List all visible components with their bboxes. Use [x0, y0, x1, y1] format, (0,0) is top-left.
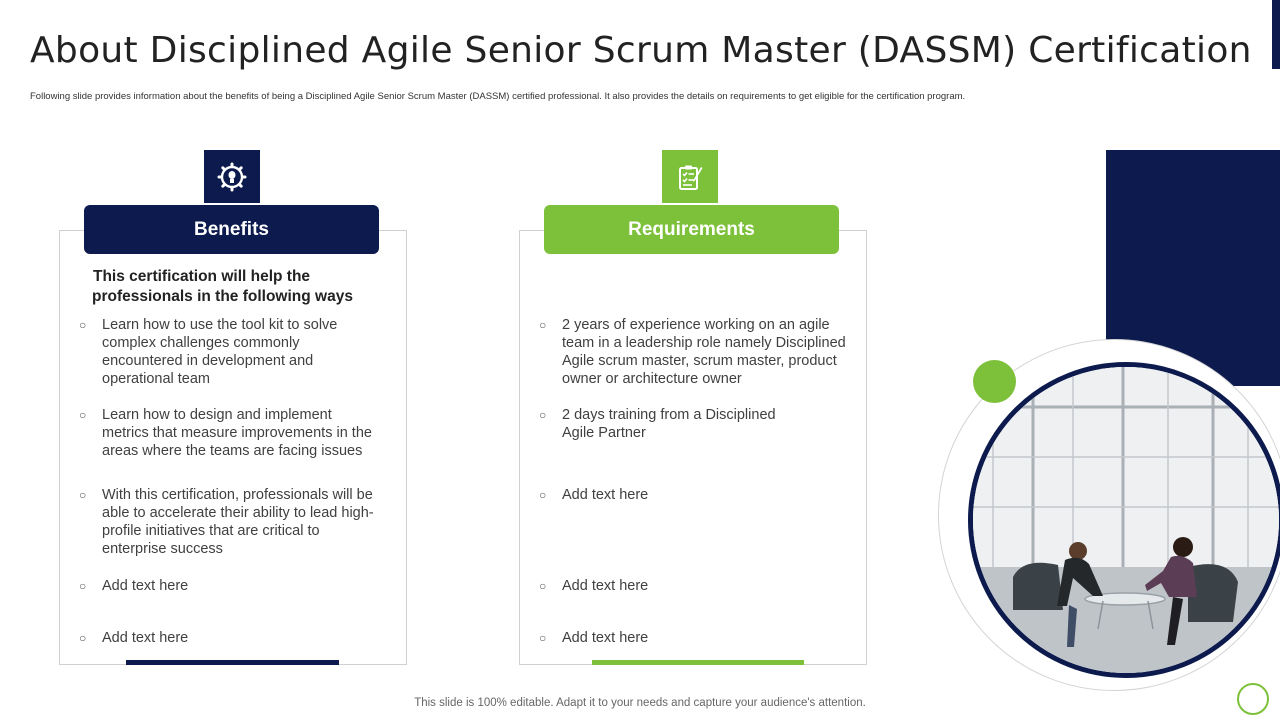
bullet-icon: ○ [79, 579, 87, 593]
requirements-item: ○ 2 years of experience working on an ag… [539, 317, 846, 387]
requirements-bottom-accent [592, 660, 804, 665]
benefits-item: ○ Add text here [79, 578, 189, 594]
slide-subtitle: Following slide provides information abo… [30, 91, 966, 102]
requirements-heading: Requirements [544, 205, 839, 254]
benefits-lead-line-1: This certification will help the [93, 268, 311, 285]
green-accent-dot [973, 360, 1016, 403]
requirements-icon-box [662, 150, 718, 203]
benefits-item: ○ With this certification, professionals… [79, 487, 374, 557]
bullet-icon: ○ [79, 631, 87, 645]
bullet-icon: ○ [539, 631, 547, 645]
requirements-heading-label: Requirements [628, 218, 755, 240]
checklist-icon [679, 165, 703, 190]
requirements-card [519, 230, 867, 665]
bullet-icon: ○ [539, 488, 547, 502]
requirements-item: ○ Add text here [539, 487, 649, 503]
bullet-icon: ○ [539, 579, 547, 593]
bullet-icon: ○ [79, 488, 87, 502]
requirements-item: ○ Add text here [539, 578, 649, 594]
benefits-bottom-accent [126, 660, 339, 665]
footer-note: This slide is 100% editable. Adapt it to… [414, 697, 866, 709]
benefits-heading: Benefits [84, 205, 379, 254]
bullet-icon: ○ [539, 318, 547, 332]
benefits-lead-text: This certification will help the profess… [92, 267, 392, 307]
benefits-item: ○ Learn how to use the tool kit to solve… [79, 317, 338, 387]
benefits-item: ○ Learn how to design and implement metr… [79, 407, 372, 459]
benefits-heading-label: Benefits [194, 218, 269, 240]
bullet-icon: ○ [79, 318, 87, 332]
slide-title: About Disciplined Agile Senior Scrum Mas… [30, 30, 1252, 71]
bullet-icon: ○ [79, 408, 87, 422]
requirements-item: ○ Add text here [539, 630, 649, 646]
gear-bulb-icon [217, 162, 247, 191]
benefits-item: ○ Add text here [79, 630, 189, 646]
bullet-icon: ○ [539, 408, 547, 422]
green-ring-accent [1237, 683, 1269, 715]
office-scene-illustration [973, 367, 1279, 673]
benefits-icon-box [204, 150, 260, 203]
office-meeting-photo [968, 362, 1280, 678]
top-right-accent-bar [1272, 0, 1280, 69]
requirements-item: ○ 2 days training from a Disciplined Agi… [539, 407, 776, 441]
benefits-lead-line-2: professionals in the following ways [92, 288, 353, 305]
benefits-card [59, 230, 407, 665]
